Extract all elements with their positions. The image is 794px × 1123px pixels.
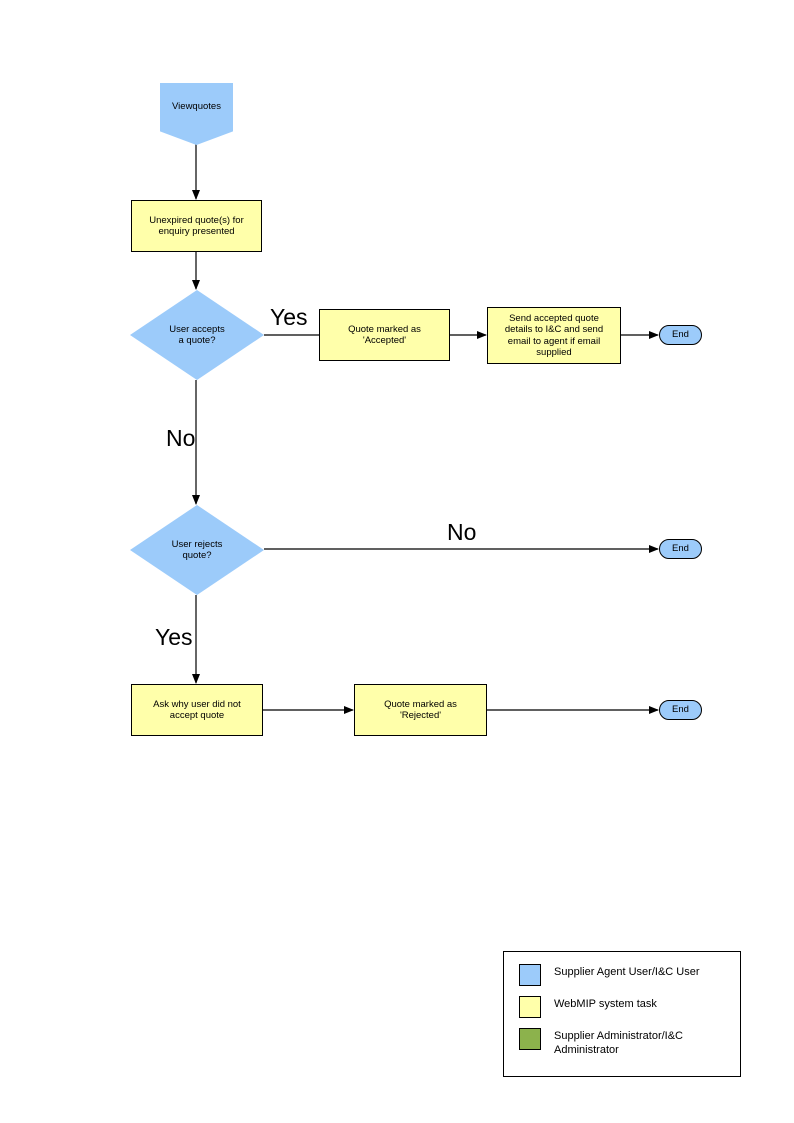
legend-swatch-green	[519, 1028, 541, 1050]
node-quote-marked-accepted[interactable]: Quote marked as 'Accepted'	[319, 309, 450, 361]
node-send-details-label: Send accepted quote details to I&C and s…	[504, 313, 604, 358]
node-end-no-reject[interactable]: End	[659, 539, 702, 559]
legend-label-supplier-agent: Supplier Agent User/I&C User	[554, 966, 700, 978]
node-quote-marked-rejected[interactable]: Quote marked as 'Rejected'	[354, 684, 487, 736]
node-start-label: Viewquotes	[172, 101, 221, 113]
edge-label-accepts-yes: Yes	[270, 304, 308, 330]
node-decision-accepts-label: User accepts a quote?	[169, 323, 225, 346]
node-marked-accepted-label: Quote marked as 'Accepted'	[348, 323, 421, 346]
edge-label-accepts-no: No	[166, 425, 196, 451]
node-unexpired-label: Unexpired quote(s) for enquiry presented	[149, 214, 244, 237]
legend-item-webmip-task: WebMIP system task	[519, 995, 740, 1018]
node-decision-rejects-label: User rejects quote?	[171, 538, 223, 561]
node-unexpired-quotes[interactable]: Unexpired quote(s) for enquiry presented	[131, 200, 262, 252]
node-ask-why-not-accepted[interactable]: Ask why user did not accept quote	[131, 684, 263, 736]
node-decision-user-rejects[interactable]: User rejects quote?	[130, 505, 264, 595]
legend-panel: Supplier Agent User/I&C User WebMIP syst…	[503, 951, 741, 1077]
node-send-accepted-details[interactable]: Send accepted quote details to I&C and s…	[487, 307, 621, 364]
edge-label-rejects-no: No	[447, 519, 477, 545]
node-ask-why-label: Ask why user did not accept quote	[153, 698, 241, 721]
node-end-no-reject-label: End	[672, 543, 689, 555]
legend-item-supplier-agent: Supplier Agent User/I&C User	[519, 963, 740, 986]
legend-item-supplier-administrator: Supplier Administrator/I&C Administrator	[519, 1027, 740, 1058]
pentagon-shape	[160, 83, 233, 145]
node-end-rejected[interactable]: End	[659, 700, 702, 720]
node-marked-rejected-label: Quote marked as 'Rejected'	[384, 698, 457, 721]
legend-label-webmip-task: WebMIP system task	[554, 998, 657, 1010]
edge-label-rejects-yes: Yes	[155, 624, 193, 650]
node-end-rejected-label: End	[672, 704, 689, 716]
legend-swatch-yellow	[519, 996, 541, 1018]
node-end-accepted[interactable]: End	[659, 325, 702, 345]
legend-swatch-blue	[519, 964, 541, 986]
legend-label-supplier-administrator: Supplier Administrator/I&C Administrator	[554, 1030, 683, 1056]
node-end-accepted-label: End	[672, 329, 689, 341]
node-start-viewquotes[interactable]: Viewquotes	[160, 83, 233, 145]
node-decision-user-accepts[interactable]: User accepts a quote?	[130, 290, 264, 380]
